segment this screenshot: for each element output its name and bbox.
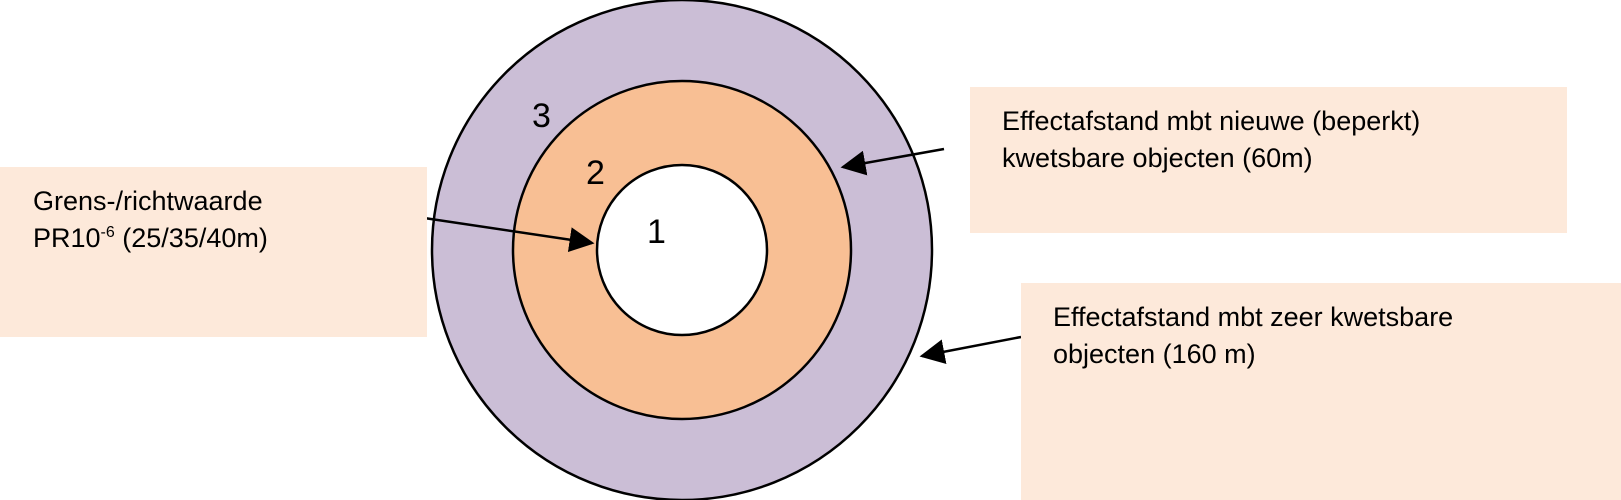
callout-pr-limit-line2: PR10-6 (25/35/40m): [33, 220, 427, 257]
callout-limited-vulnerable-line2: kwetsbare objecten (60m): [1002, 143, 1313, 173]
callout-pr-limit: Grens-/richtwaarde PR10-6 (25/35/40m): [0, 167, 427, 337]
callout-very-vulnerable-line1: Effectafstand mbt zeer kwetsbare: [1053, 302, 1454, 332]
pr-exponent: -6: [100, 224, 115, 241]
pr-prefix: PR10: [33, 223, 101, 253]
callout-very-vulnerable: Effectafstand mbt zeer kwetsbare objecte…: [1021, 283, 1621, 500]
inner-circle-zone-1: [595, 163, 769, 337]
arrow-to-inner-circle: [403, 213, 595, 253]
ring-label-3: 3: [532, 97, 551, 135]
callout-very-vulnerable-line2: objecten (160 m): [1053, 339, 1256, 369]
callout-limited-vulnerable-line1: Effectafstand mbt nieuwe (beperkt): [1002, 106, 1421, 136]
callout-limited-vulnerable: Effectafstand mbt nieuwe (beperkt) kwets…: [970, 87, 1567, 233]
ring-label-2: 2: [586, 154, 605, 192]
arrow-to-middle-ring: [840, 147, 945, 176]
pr-distances: (25/35/40m): [114, 223, 268, 253]
arrow-to-outer-ring: [919, 335, 1022, 365]
ring-label-1: 1: [647, 213, 666, 251]
callout-pr-limit-line1: Grens-/richtwaarde: [33, 186, 263, 216]
